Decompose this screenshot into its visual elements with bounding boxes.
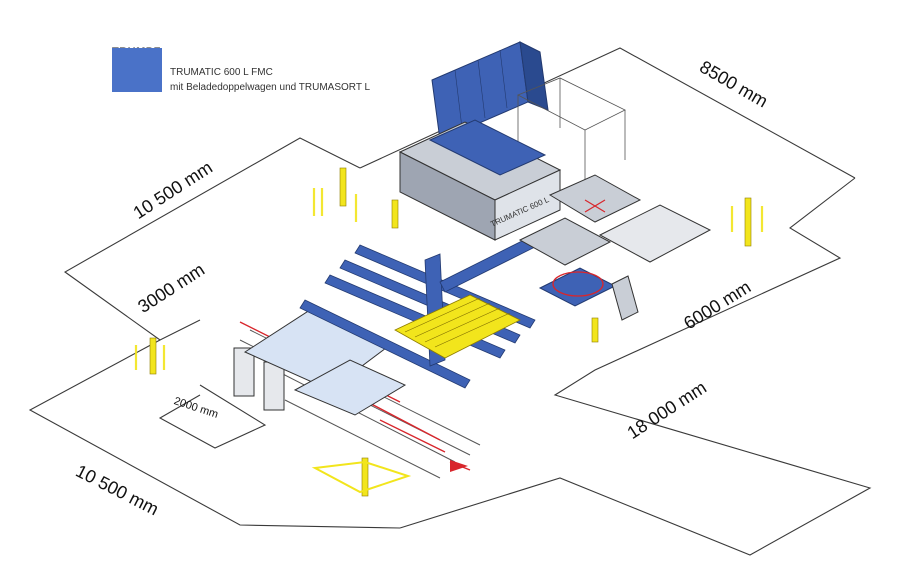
brand-blue-block [112, 48, 162, 92]
sorting-rollers [394, 294, 521, 359]
rotary-blue-box [538, 267, 617, 307]
storage-column-mid [263, 361, 285, 411]
product-title: TRUMATIC 600 L FMC [170, 67, 273, 78]
sort-rollers-yellow [394, 294, 521, 359]
outline-left-upper [63, 137, 361, 341]
operator-console [611, 275, 639, 321]
machine-side [494, 169, 561, 241]
punch-machine [398, 119, 562, 241]
table-left [518, 217, 612, 266]
brand-logo: TRUMPF [112, 46, 162, 92]
product-subtitle: mit Beladedoppelwagen und TRUMASORT L [170, 82, 371, 93]
outline-right [399, 177, 872, 556]
sort-frame [598, 204, 712, 263]
outline-left-lower [28, 339, 401, 529]
perforated-tables [518, 174, 642, 266]
control-cabinet [431, 41, 549, 141]
loading-table-lower [293, 359, 407, 416]
outline-small-bay [158, 384, 267, 449]
gantry-beam-4 [299, 299, 471, 389]
machine-upper-blue [428, 119, 547, 176]
rotary-red-circle [552, 271, 604, 297]
red-arrow [450, 460, 468, 472]
table-right [548, 174, 642, 223]
floor-hatching [311, 460, 412, 494]
loading-tables [233, 309, 407, 416]
floor-outline [28, 47, 872, 556]
safety-fence [517, 77, 626, 180]
cabinet-side [519, 41, 549, 111]
safety-markers [134, 167, 764, 497]
sorting-station [538, 204, 712, 321]
storage-column-left [233, 347, 255, 397]
